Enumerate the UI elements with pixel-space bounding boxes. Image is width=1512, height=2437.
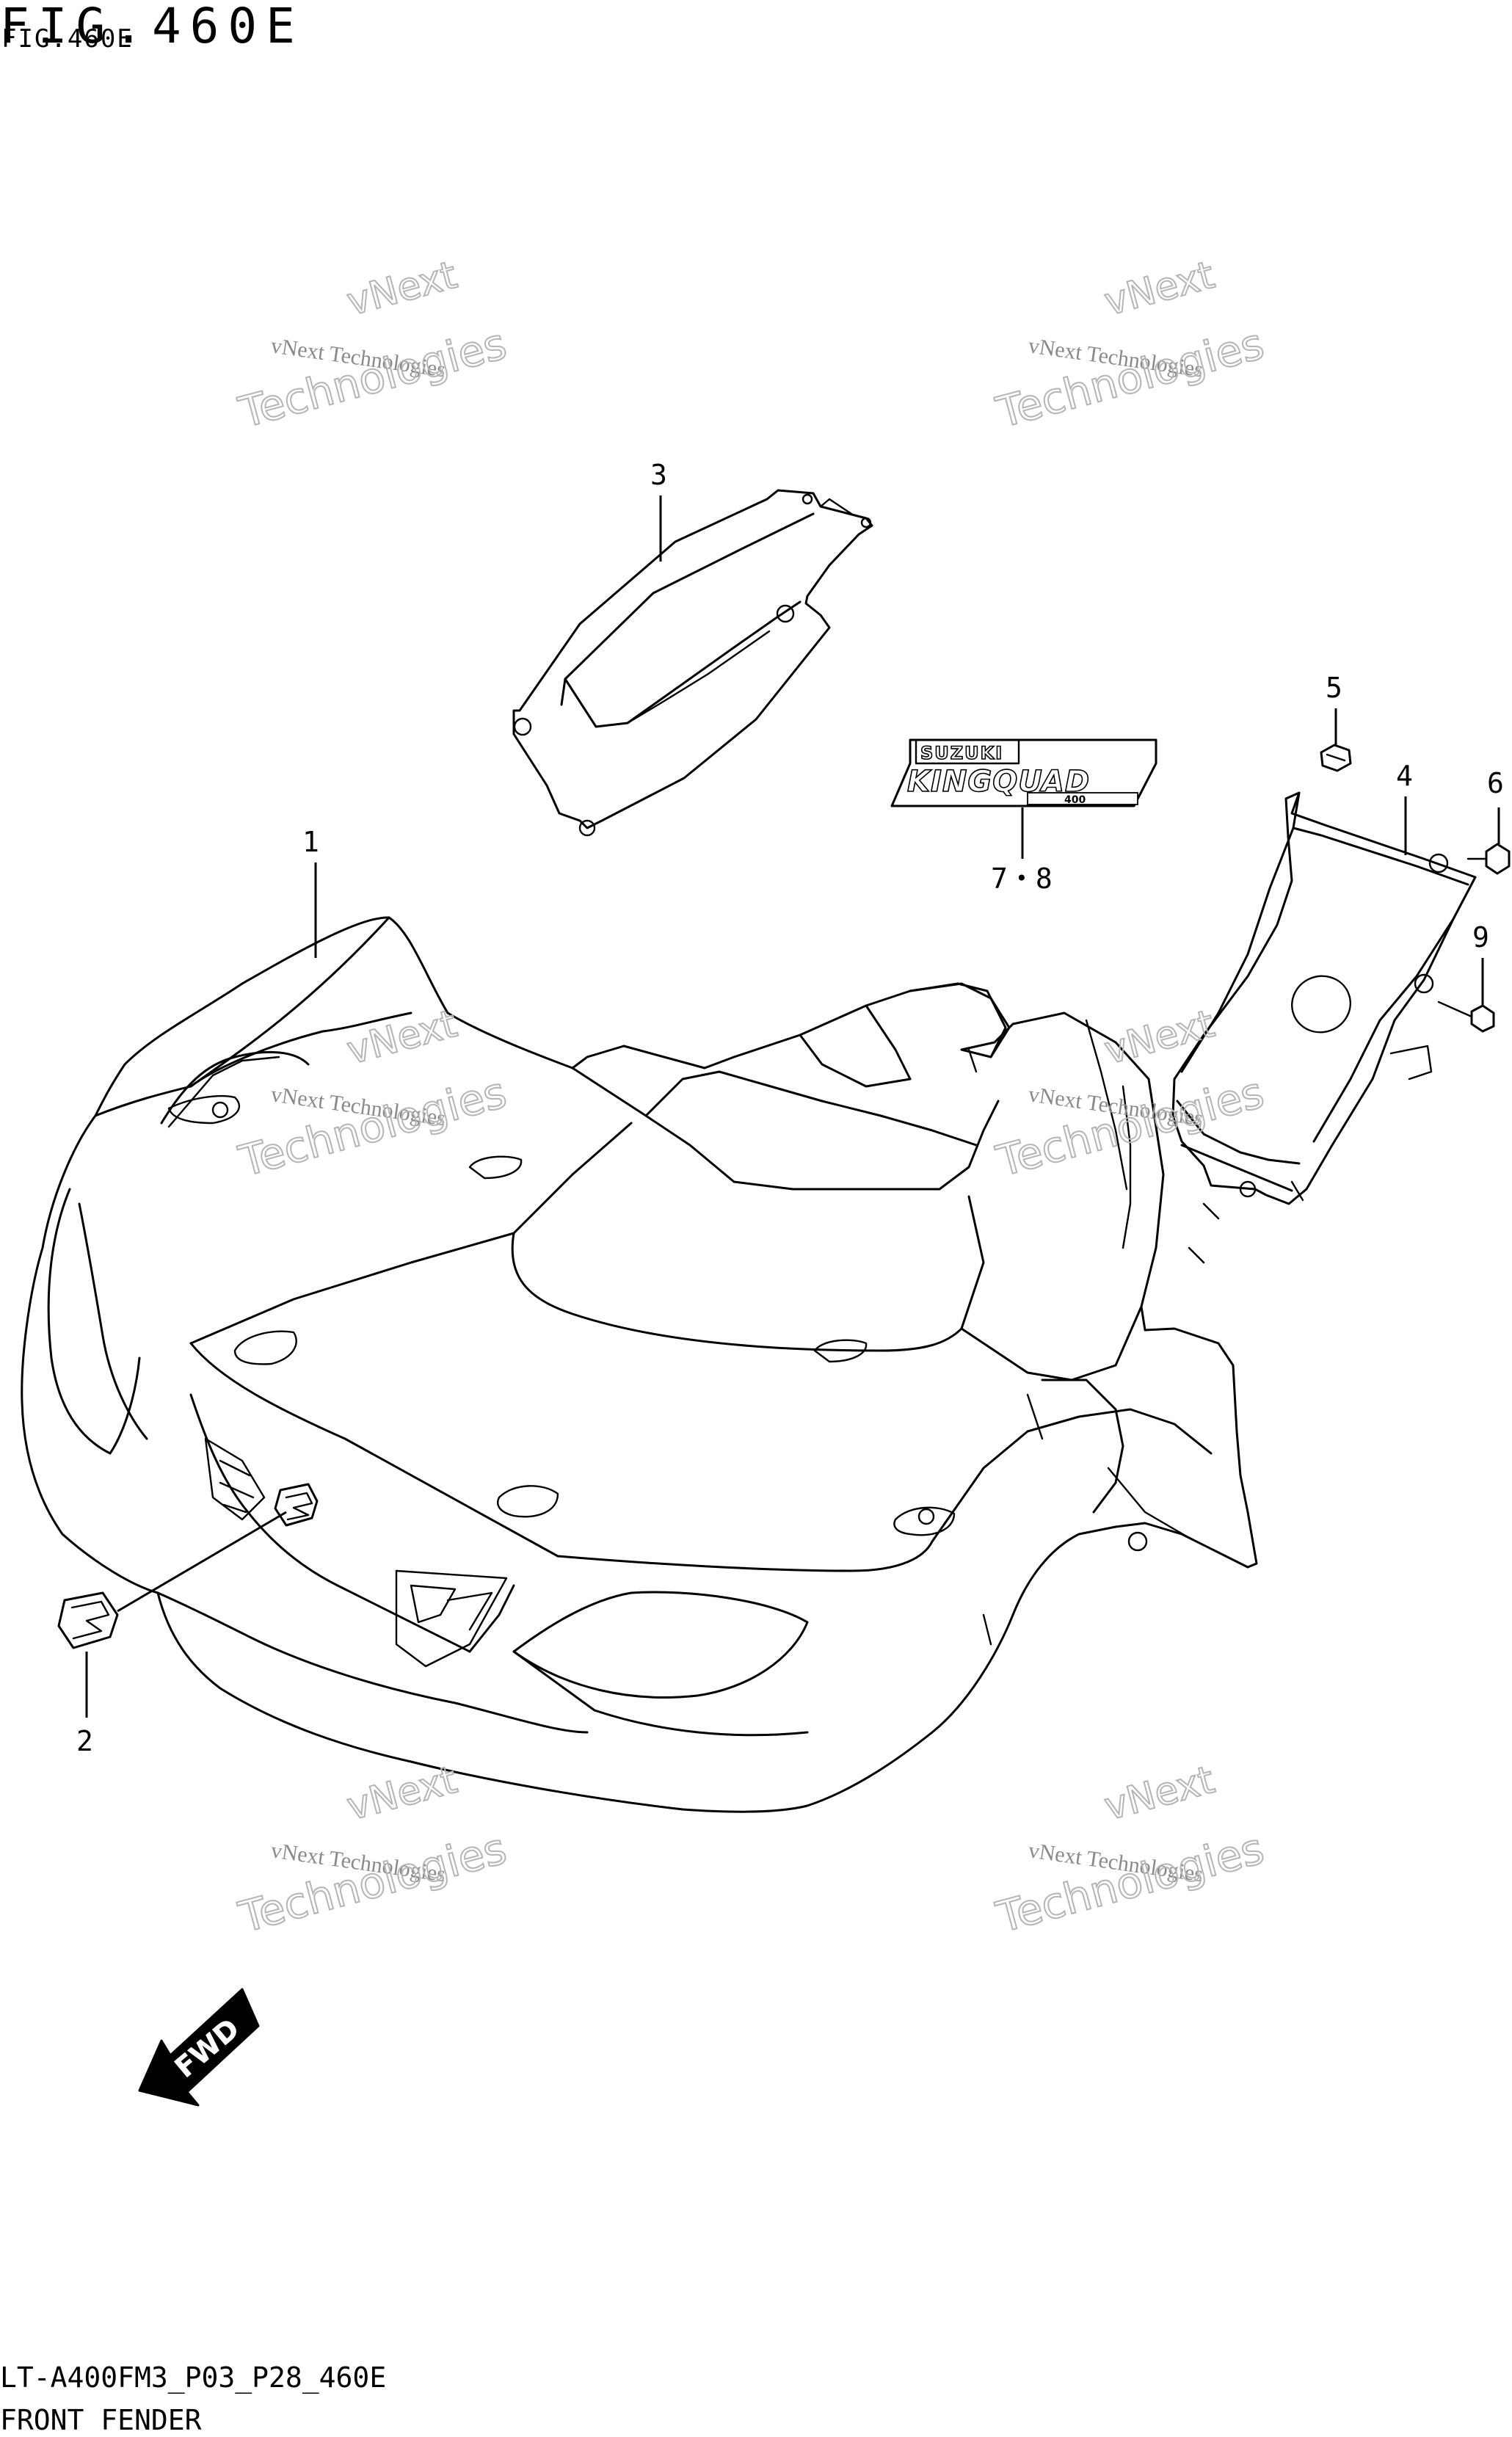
part-4-side-panel — [1171, 791, 1477, 1205]
watermark-2: vNext Technologies vNext Technologies — [990, 253, 1269, 438]
figure-code: LT-A400FM3_P03_P28_460E — [0, 2361, 386, 2394]
watermark-big-text-1: vNext — [343, 253, 462, 324]
figure-title: FIG.460E — [0, 0, 304, 54]
callout-6: 6 — [1487, 767, 1504, 799]
watermark-5: vNext Technologies vNext Technologies — [233, 1757, 512, 1943]
figure-title-overlay: FIG.460E — [1, 24, 134, 54]
figure-name: FRONT FENDER — [0, 2404, 202, 2436]
watermark-big-text-1: vNext — [1100, 1758, 1219, 1829]
part-2-emblem — [57, 1483, 319, 1649]
decal-7-8-kingquad: SUZUKI KINGQUAD 400 — [890, 738, 1157, 807]
watermark-big-text-1: vNext — [343, 1758, 462, 1829]
fwd-arrow: FWD — [138, 1988, 260, 2107]
leader-2b — [117, 1511, 287, 1613]
fastener-9-screw — [1437, 1000, 1495, 1033]
callout-4: 4 — [1396, 760, 1413, 792]
watermark-1: vNext Technologies vNext Technologies — [233, 253, 512, 438]
callout-5: 5 — [1326, 672, 1342, 704]
callout-2: 2 — [76, 1725, 93, 1757]
watermark-6: vNext Technologies vNext Technologies — [990, 1757, 1269, 1943]
decal-sub-text: 400 — [1064, 794, 1086, 806]
callout-1: 1 — [302, 826, 319, 858]
callout-3: 3 — [650, 459, 667, 491]
callout-9: 9 — [1472, 921, 1489, 954]
callout-7-8: 7・8 — [991, 862, 1053, 895]
part-3-inner-panel — [512, 489, 873, 837]
fastener-5-clip — [1320, 744, 1352, 772]
fastener-6-bolt — [1466, 843, 1511, 875]
decal-brand-text: SUZUKI — [920, 743, 1003, 763]
watermark-big-text-1: vNext — [1100, 253, 1219, 324]
part-1-front-fender — [21, 916, 1258, 1813]
